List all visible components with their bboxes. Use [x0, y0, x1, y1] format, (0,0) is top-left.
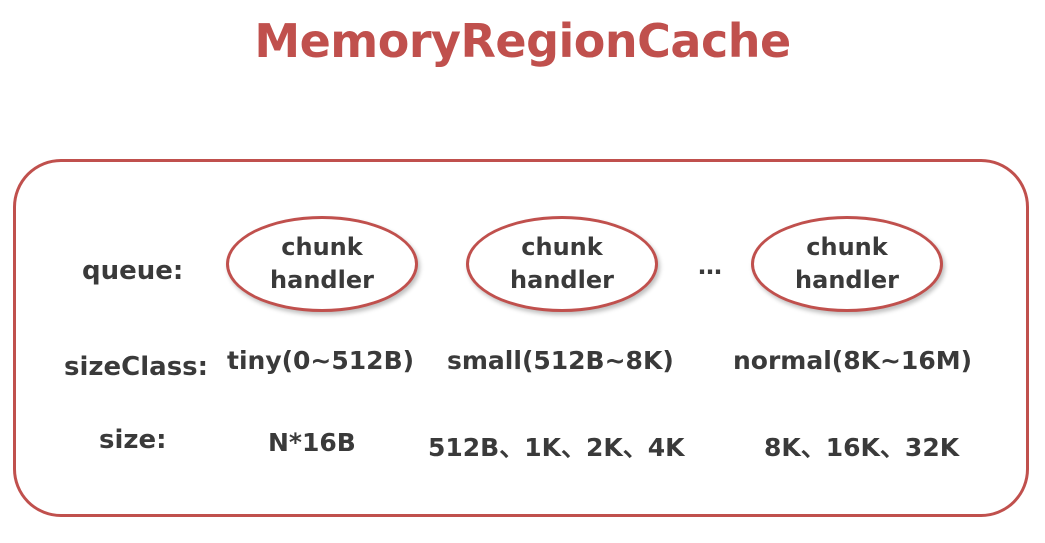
size-normal: 8K、16K、32K	[764, 433, 960, 462]
diagram-title: MemoryRegionCache	[254, 14, 791, 68]
queue-label: queue:	[82, 256, 184, 286]
size-label: size:	[99, 425, 167, 455]
chunk-handler-tiny: chunk handler	[226, 216, 418, 312]
size-class-small: small(512B~8K)	[447, 346, 674, 375]
queue-ellipsis: …	[698, 252, 722, 280]
chunk-handler-line2: handler	[795, 266, 899, 294]
chunk-handler-line1: chunk	[806, 233, 888, 261]
chunk-handler-line1: chunk	[521, 233, 603, 261]
chunk-handler-line2: handler	[510, 266, 614, 294]
size-class-tiny: tiny(0~512B)	[227, 346, 415, 375]
memory-region-cache-frame	[13, 159, 1029, 517]
chunk-handler-small: chunk handler	[466, 216, 658, 312]
size-class-label: sizeClass:	[64, 352, 209, 382]
size-class-normal: normal(8K~16M)	[733, 346, 973, 375]
chunk-handler-line1: chunk	[281, 233, 363, 261]
size-tiny: N*16B	[268, 428, 356, 457]
chunk-handler-line2: handler	[270, 266, 374, 294]
size-small: 512B、1K、2K、4K	[428, 433, 685, 462]
chunk-handler-normal: chunk handler	[751, 216, 943, 312]
